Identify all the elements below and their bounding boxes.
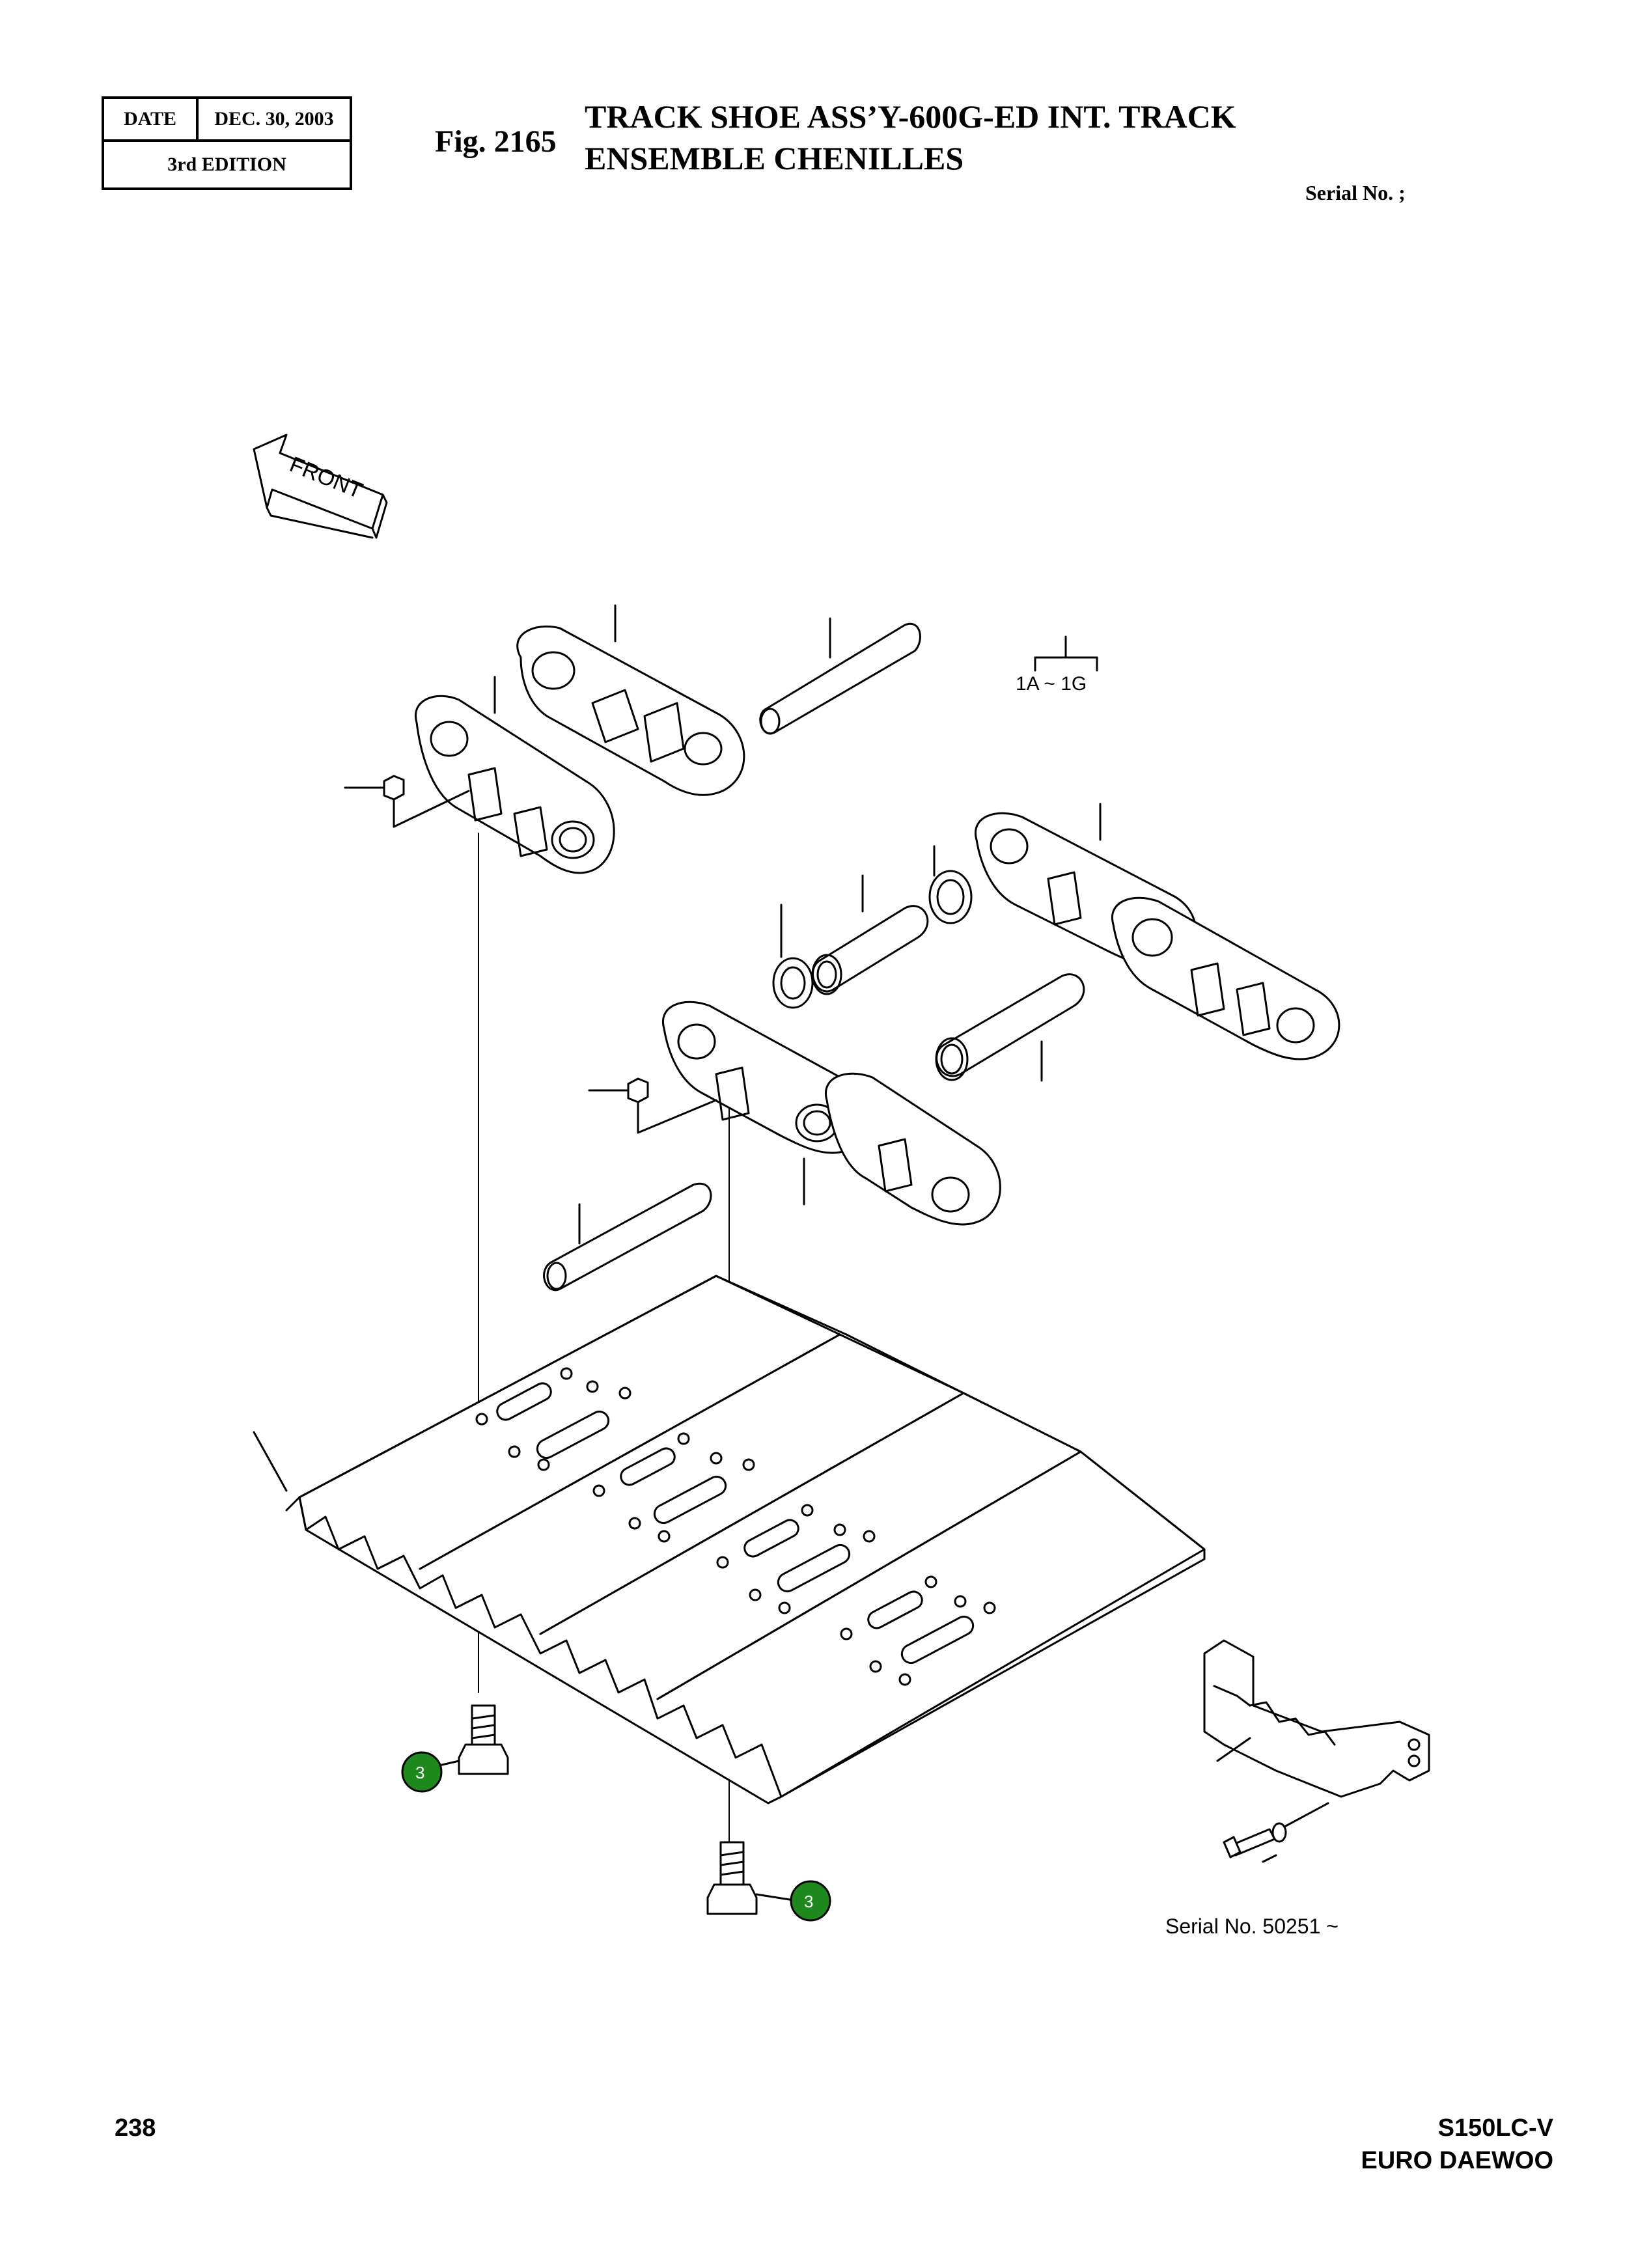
front-arrow-icon (253, 434, 388, 539)
callout-marker[interactable]: 3 (401, 1751, 443, 1793)
bushing-large (935, 973, 1085, 1081)
shoe-bolt-right (706, 1841, 799, 1915)
page-subtitle: ENSEMBLE CHENILLES (585, 140, 964, 176)
figure-number: Fig. 2165 (435, 124, 557, 159)
track-pin-lower (543, 1182, 712, 1292)
page-title: TRACK SHOE ASS’Y-600G-ED INT. TRACK (585, 98, 1236, 135)
track-guard-bracket (1203, 1639, 1430, 1798)
model-name: S150LC-V (1437, 2114, 1553, 2142)
serial-range-note: Serial No. 50251 ~ (1165, 1915, 1339, 1938)
nut-lower (588, 1077, 717, 1134)
edition-label: 3rd EDITION (167, 154, 286, 175)
track-shoe-plates (285, 1275, 1206, 1805)
callout-circle (401, 1751, 443, 1793)
callout-circle (790, 1880, 831, 1922)
group-bracket (1034, 635, 1098, 672)
callout-label: 3 (804, 1892, 813, 1911)
date-label: DATE (104, 99, 199, 139)
seal-front (772, 957, 814, 1009)
nut-upper (344, 775, 470, 828)
track-pin-upper (759, 622, 921, 735)
page-number: 238 (115, 2114, 156, 2142)
guard-bolt (1223, 1802, 1329, 1863)
seal-rear (928, 870, 973, 924)
bushing-small (811, 905, 929, 995)
date-value: DEC. 30, 2003 (214, 108, 334, 130)
track-link-upper-front (414, 695, 615, 874)
date-edition-box: DATE DEC. 30, 2003 3rd EDITION (102, 96, 352, 190)
track-link-lower-front (825, 1072, 1001, 1226)
callout-label: 3 (415, 1763, 424, 1782)
date-row: DATE DEC. 30, 2003 (104, 99, 350, 142)
track-link-right-front (1111, 896, 1340, 1060)
track-link-upper-rear (516, 625, 745, 796)
callout-marker[interactable]: 3 (790, 1880, 831, 1922)
shoe-bolt-left (430, 1704, 509, 1775)
group-range-label: 1A ~ 1G (1016, 673, 1087, 695)
serial-number-label: Serial No. ; (1305, 181, 1406, 204)
maker-name: EURO DAEWOO (1361, 2147, 1553, 2174)
